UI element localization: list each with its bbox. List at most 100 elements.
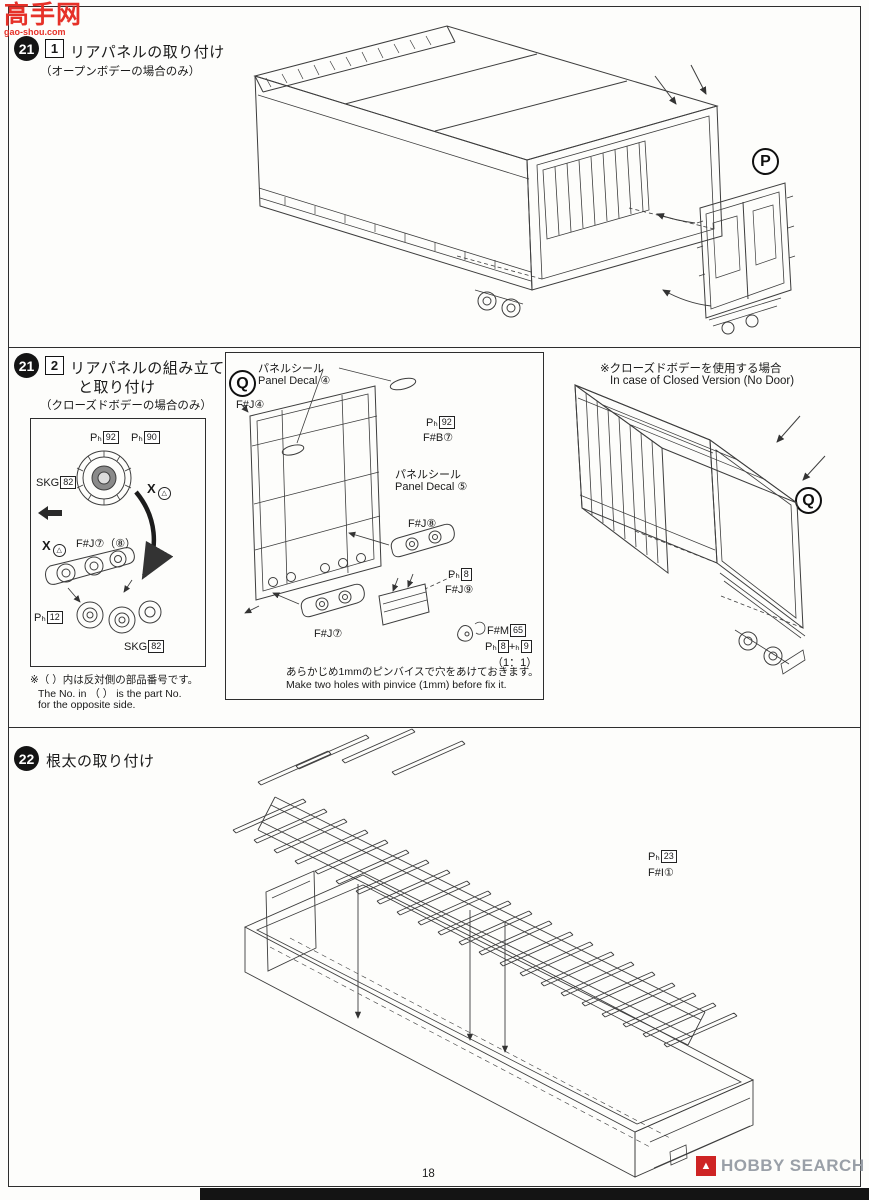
loose-joists	[257, 728, 466, 786]
floor-joist-diagram	[232, 728, 755, 1178]
step-21-badge-2: 21	[14, 353, 39, 378]
footnote-jp: ※（ ）内は反対側の部品番号です。	[30, 674, 199, 686]
hobby-search-logo-icon: ▲	[696, 1156, 716, 1176]
hub-parts-diagram	[38, 450, 174, 634]
no-glue-icon: △	[157, 486, 171, 500]
closed-version-note-jp: ※クローズドボデーを使用する場合	[600, 363, 782, 375]
part-joiner: +ₕ	[508, 641, 520, 653]
footnote-en-1: The No. in （ ） is the part No.	[38, 688, 182, 700]
slat-gate	[574, 383, 669, 575]
step-21-2-title-line1: リアパネルの組み立て	[70, 360, 225, 377]
part-prefix: Pₕ	[34, 612, 46, 624]
part-number: 23	[660, 850, 677, 863]
substep-1-badge: 1	[45, 39, 64, 58]
part-number: 90	[143, 431, 160, 444]
part-marker-q-right: Q	[795, 487, 822, 514]
logo-mark-glyph: ▲	[700, 1160, 712, 1172]
mudflap-part-right	[390, 523, 455, 558]
bracket-part	[45, 547, 135, 585]
part-label-fb7: F#B⑦	[423, 432, 454, 444]
part-number: 65	[510, 624, 527, 637]
part-marker-p: P	[752, 148, 779, 175]
part-number: 8	[460, 568, 472, 581]
step-22-badge: 22	[14, 746, 39, 771]
step-21-2-title-line2: と取り付け	[78, 379, 156, 396]
decal-oval-right	[389, 377, 417, 391]
part-prefix: Pₕ	[648, 851, 660, 863]
part-number: 82	[60, 476, 77, 489]
step-22-title: 根太の取り付け	[46, 753, 155, 770]
part-prefix: Pₕ	[485, 641, 497, 653]
bumper	[780, 649, 806, 675]
decal4-label-en: Panel Decal ④	[258, 375, 331, 387]
part-prefix: SKG	[124, 641, 148, 653]
part-label-fj4: F#J④	[236, 399, 265, 411]
step-21-badge: 21	[14, 36, 39, 61]
scan-edge-bar	[200, 1188, 869, 1200]
x-mark: X	[147, 481, 156, 496]
part-marker-q-box: Q	[229, 370, 256, 397]
part-label-fj7: F#J⑦	[314, 628, 343, 640]
triangle-glyph: △	[56, 547, 62, 554]
section-divider-2	[8, 727, 861, 729]
decal4-label-jp: パネルシール	[258, 363, 324, 375]
hub-detail-box	[30, 418, 206, 667]
part-label-fj9: F#J⑨	[445, 584, 474, 596]
decal5-label-en: Panel Decal ⑤	[395, 481, 468, 493]
pin-part-actual-size	[457, 621, 486, 642]
hobby-search-logo-text: HOBBY SEARCH	[721, 1156, 865, 1175]
closed-version-note-en: In case of Closed Version (No Door)	[610, 375, 795, 387]
cargo-bed	[243, 870, 755, 1178]
part-label-fj7-8: F#J⑦（⑧）	[76, 538, 137, 550]
step-21-2-subtitle: （クローズドボデーの場合のみ）	[40, 400, 212, 412]
slat-gate	[542, 140, 650, 240]
substep-2-badge: 2	[45, 356, 64, 375]
part-number: 8	[497, 640, 509, 653]
drill-note-jp: あらかじめ1mmのピンバイスで穴をあけておきます。	[286, 666, 539, 678]
part-prefix: Pₕ	[90, 432, 102, 444]
part-prefix: SKG	[36, 477, 60, 489]
rotate-arrow	[134, 490, 174, 580]
hub-part	[76, 450, 132, 506]
part-prefix: F#M	[487, 625, 509, 637]
x-symbol-2: X△	[42, 538, 66, 557]
rear-panel-part	[696, 182, 796, 335]
step-21-1-title: リアパネルの取り付け	[70, 44, 225, 61]
mudflap-part-left	[300, 583, 365, 618]
part-number: 9	[520, 640, 532, 653]
rear-panel	[249, 385, 382, 601]
part-prefix: Pₕ	[448, 569, 460, 581]
open-body-rear-panel-diagram	[253, 25, 796, 335]
watermark-title: 高手网	[4, 1, 83, 29]
direction-arrow-icon	[38, 506, 62, 520]
x-symbol-1: X△	[147, 481, 171, 500]
wheels	[474, 289, 524, 318]
watermark: 高手网 gao-shou.com	[4, 2, 82, 38]
x-mark: X	[42, 538, 51, 553]
rear-panel-assembly-box	[225, 352, 544, 700]
part-number: 92	[102, 431, 119, 444]
part-label-fj8: F#J⑧	[408, 518, 437, 530]
part-prefix: Pₕ	[426, 417, 438, 429]
footnote-en-2: for the opposite side.	[38, 699, 136, 711]
triangle-glyph: △	[161, 490, 167, 497]
step-21-1-subtitle: （オープンボデーの場合のみ）	[40, 66, 201, 78]
closed-body-diagram	[574, 383, 826, 675]
part-prefix: Pₕ	[131, 432, 143, 444]
page-border	[8, 6, 861, 1187]
page-number: 18	[422, 1168, 435, 1180]
decal-oval-left	[281, 444, 305, 456]
part-number: 82	[148, 640, 165, 653]
rear-panel-assembly-diagram	[240, 367, 486, 642]
part-number: 92	[438, 416, 455, 429]
scale-label: （1：1）	[492, 657, 538, 669]
no-glue-icon: △	[52, 543, 66, 557]
